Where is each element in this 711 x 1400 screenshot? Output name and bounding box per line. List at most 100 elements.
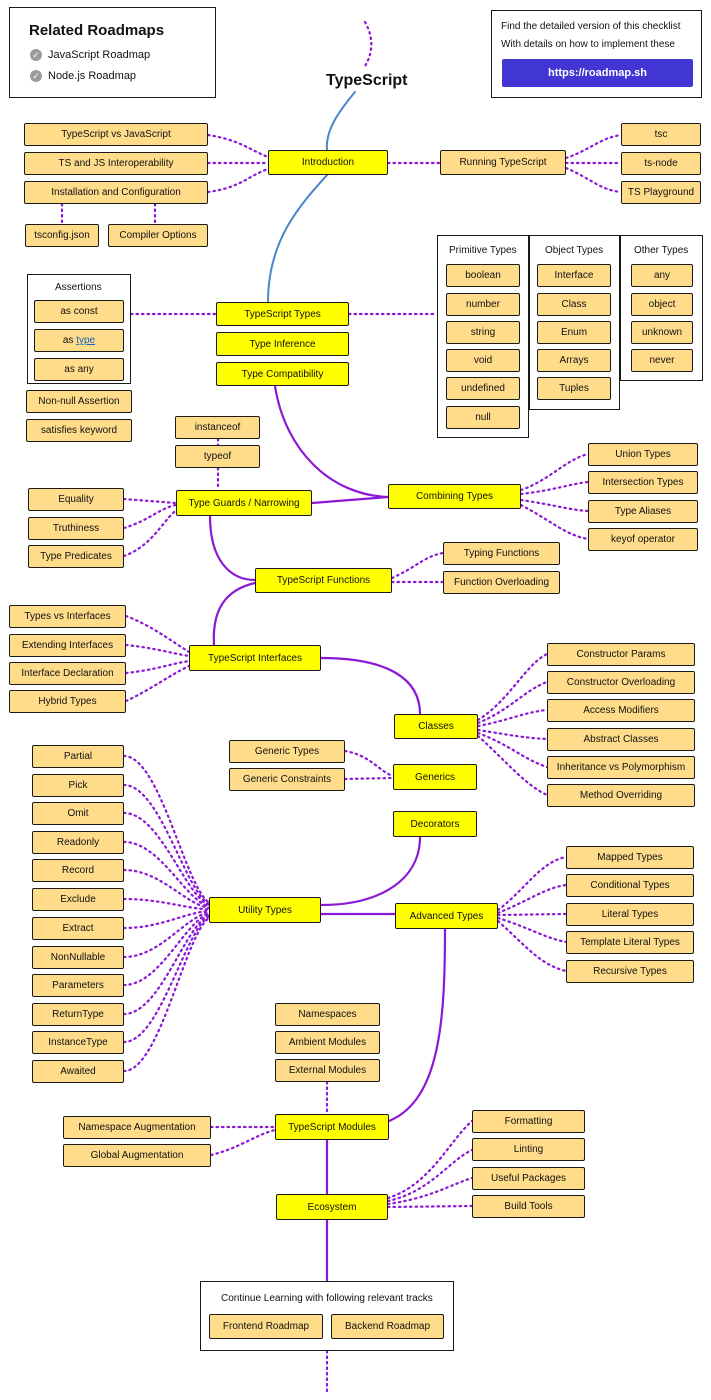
exclude-node[interactable]: Exclude	[32, 888, 124, 911]
formatting-node[interactable]: Formatting	[472, 1110, 585, 1133]
type-guards-node[interactable]: Type Guards / Narrowing	[176, 490, 312, 516]
type-inference-node[interactable]: Type Inference	[216, 332, 349, 356]
roadmap-link-button[interactable]: https://roadmap.sh	[502, 59, 693, 87]
install-config-node[interactable]: Installation and Configuration	[24, 181, 208, 204]
type-link[interactable]: type	[76, 335, 96, 346]
object-node[interactable]: object	[631, 293, 693, 316]
as-const-node[interactable]: as const	[34, 300, 124, 323]
instanceof-node[interactable]: instanceof	[175, 416, 260, 439]
instancetype-node[interactable]: InstanceType	[32, 1031, 124, 1054]
type-aliases-node[interactable]: Type Aliases	[588, 500, 698, 523]
abstract-classes-node[interactable]: Abstract Classes	[547, 728, 695, 751]
truthiness-node[interactable]: Truthiness	[28, 517, 124, 540]
parameters-node[interactable]: Parameters	[32, 974, 124, 997]
namespaces-node[interactable]: Namespaces	[275, 1003, 380, 1026]
class-node[interactable]: Class	[537, 293, 611, 316]
ambient-modules-node[interactable]: Ambient Modules	[275, 1031, 380, 1054]
boolean-node[interactable]: boolean	[446, 264, 520, 287]
undefined-node[interactable]: undefined	[446, 377, 520, 400]
global-augmentation-node[interactable]: Global Augmentation	[63, 1144, 211, 1167]
useful-packages-node[interactable]: Useful Packages	[472, 1167, 585, 1190]
conditional-types-node[interactable]: Conditional Types	[566, 874, 694, 897]
access-modifiers-node[interactable]: Access Modifiers	[547, 699, 695, 722]
void-node[interactable]: void	[446, 349, 520, 372]
keyof-operator-node[interactable]: keyof operator	[588, 528, 698, 551]
nonnullable-node[interactable]: NonNullable	[32, 946, 124, 969]
mapped-types-node[interactable]: Mapped Types	[566, 846, 694, 869]
hybrid-types-node[interactable]: Hybrid Types	[9, 690, 126, 713]
related-item-nodejs[interactable]: Node.js Roadmap	[48, 70, 137, 82]
generic-types-node[interactable]: Generic Types	[229, 740, 345, 763]
combining-types-node[interactable]: Combining Types	[388, 484, 521, 509]
record-node[interactable]: Record	[32, 859, 124, 882]
tsc-node[interactable]: tsc	[621, 123, 701, 146]
extract-node[interactable]: Extract	[32, 917, 124, 940]
omit-node[interactable]: Omit	[32, 802, 124, 825]
linting-node[interactable]: Linting	[472, 1138, 585, 1161]
ecosystem-node[interactable]: Ecosystem	[276, 1194, 388, 1220]
introduction-node[interactable]: Introduction	[268, 150, 388, 175]
backend-roadmap-node[interactable]: Backend Roadmap	[331, 1314, 444, 1339]
types-vs-interfaces-node[interactable]: Types vs Interfaces	[9, 605, 126, 628]
function-overloading-node[interactable]: Function Overloading	[443, 571, 560, 594]
typing-functions-node[interactable]: Typing Functions	[443, 542, 560, 565]
typescript-interfaces-node[interactable]: TypeScript Interfaces	[189, 645, 321, 671]
returntype-node[interactable]: ReturnType	[32, 1003, 124, 1026]
ts-vs-js-node[interactable]: TypeScript vs JavaScript	[24, 123, 208, 146]
generic-constraints-node[interactable]: Generic Constraints	[229, 768, 345, 791]
tuples-node[interactable]: Tuples	[537, 377, 611, 400]
external-modules-node[interactable]: External Modules	[275, 1059, 380, 1082]
extending-interfaces-node[interactable]: Extending Interfaces	[9, 634, 126, 657]
interface-declaration-node[interactable]: Interface Declaration	[9, 662, 126, 685]
related-item-javascript[interactable]: JavaScript Roadmap	[48, 49, 151, 61]
typescript-types-node[interactable]: TypeScript Types	[216, 302, 349, 326]
never-node[interactable]: never	[631, 349, 693, 372]
satisfies-keyword-node[interactable]: satisfies keyword	[26, 419, 132, 442]
typescript-functions-node[interactable]: TypeScript Functions	[255, 568, 392, 593]
any-node[interactable]: any	[631, 264, 693, 287]
classes-node[interactable]: Classes	[394, 714, 478, 739]
union-types-node[interactable]: Union Types	[588, 443, 698, 466]
constructor-overloading-node[interactable]: Constructor Overloading	[547, 671, 695, 694]
namespace-augmentation-node[interactable]: Namespace Augmentation	[63, 1116, 211, 1139]
type-predicates-node[interactable]: Type Predicates	[28, 545, 124, 568]
recursive-types-node[interactable]: Recursive Types	[566, 960, 694, 983]
equality-node[interactable]: Equality	[28, 488, 124, 511]
frontend-roadmap-node[interactable]: Frontend Roadmap	[209, 1314, 323, 1339]
string-node[interactable]: string	[446, 321, 520, 344]
typeof-node[interactable]: typeof	[175, 445, 260, 468]
tsconfig-node[interactable]: tsconfig.json	[25, 224, 99, 247]
interface-node[interactable]: Interface	[537, 264, 611, 287]
unknown-node[interactable]: unknown	[631, 321, 693, 344]
advanced-types-node[interactable]: Advanced Types	[395, 903, 498, 929]
constructor-params-node[interactable]: Constructor Params	[547, 643, 695, 666]
typescript-modules-node[interactable]: TypeScript Modules	[275, 1114, 389, 1140]
literal-types-node[interactable]: Literal Types	[566, 903, 694, 926]
generics-node[interactable]: Generics	[393, 764, 477, 790]
decorators-node[interactable]: Decorators	[393, 811, 477, 837]
method-overriding-node[interactable]: Method Overriding	[547, 784, 695, 807]
compiler-options-node[interactable]: Compiler Options	[108, 224, 208, 247]
ts-node-node[interactable]: ts-node	[621, 152, 701, 175]
build-tools-node[interactable]: Build Tools	[472, 1195, 585, 1218]
readonly-node[interactable]: Readonly	[32, 831, 124, 854]
type-compatibility-node[interactable]: Type Compatibility	[216, 362, 349, 386]
ts-js-interop-node[interactable]: TS and JS Interoperability	[24, 152, 208, 175]
non-null-assertion-node[interactable]: Non-null Assertion	[26, 390, 132, 413]
partial-node[interactable]: Partial	[32, 745, 124, 768]
number-node[interactable]: number	[446, 293, 520, 316]
pick-node[interactable]: Pick	[32, 774, 124, 797]
as-any-node[interactable]: as any	[34, 358, 124, 381]
null-node[interactable]: null	[446, 406, 520, 429]
awaited-node[interactable]: Awaited	[32, 1060, 124, 1083]
as-type-node[interactable]: as type	[34, 329, 124, 352]
intersection-types-node[interactable]: Intersection Types	[588, 471, 698, 494]
guards-to-combining-path	[310, 495, 390, 505]
running-typescript-node[interactable]: Running TypeScript	[440, 150, 566, 175]
template-literal-types-node[interactable]: Template Literal Types	[566, 931, 694, 954]
inheritance-vs-polymorphism-node[interactable]: Inheritance vs Polymorphism	[547, 756, 695, 779]
arrays-node[interactable]: Arrays	[537, 349, 611, 372]
ts-playground-node[interactable]: TS Playground	[621, 181, 701, 204]
enum-node[interactable]: Enum	[537, 321, 611, 344]
utility-types-node[interactable]: Utility Types	[209, 897, 321, 923]
